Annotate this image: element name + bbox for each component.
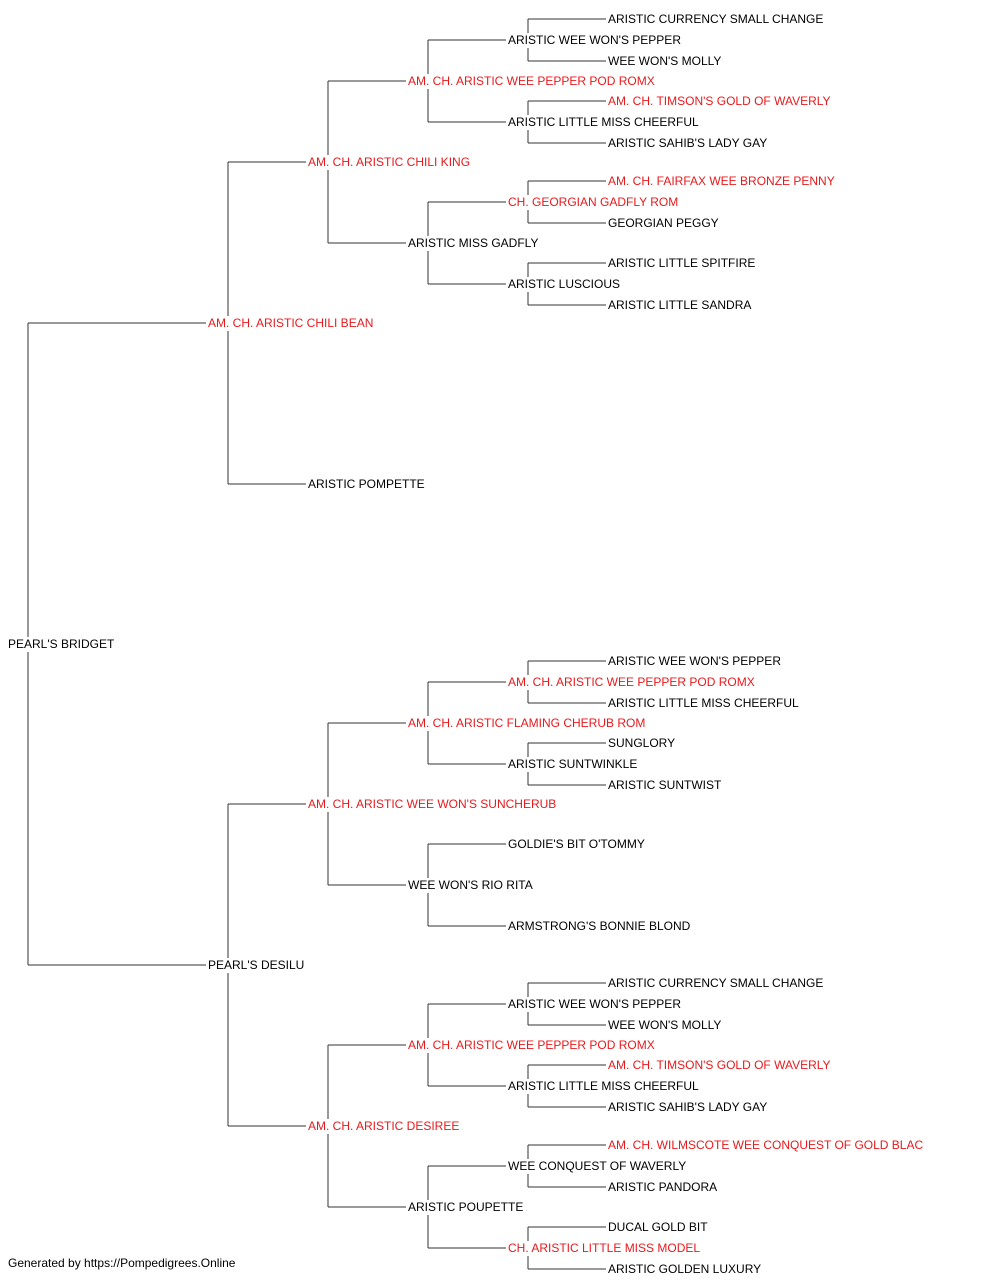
dog-name-gen5-aristic-little-miss-cheerful: ARISTIC LITTLE MISS CHEERFUL [608,696,799,710]
dog-name-gen4-aristic-wee-won-s-pepper: ARISTIC WEE WON'S PEPPER [508,997,681,1011]
dog-name-gen5-aristic-currency-small-change: ARISTIC CURRENCY SMALL CHANGE [608,976,823,990]
dog-name-gen5-aristic-golden-luxury: ARISTIC GOLDEN LUXURY [608,1262,761,1276]
dog-name-gen4-armstrong-s-bonnie-blond: ARMSTRONG'S BONNIE BLOND [508,919,691,933]
dog-name-gen5-am-ch-timson-s-gold-of-waverly: AM. CH. TIMSON'S GOLD OF WAVERLY [608,1058,831,1072]
dog-name-gen5-aristic-suntwist: ARISTIC SUNTWIST [608,778,722,792]
dog-name-gen5-aristic-sahib-s-lady-gay: ARISTIC SAHIB'S LADY GAY [608,1100,767,1114]
dog-name-gen4-ch-aristic-little-miss-model: CH. ARISTIC LITTLE MISS MODEL [508,1241,700,1255]
dog-name-gen5-aristic-pandora: ARISTIC PANDORA [608,1180,717,1194]
dog-name-gen5-wee-won-s-molly: WEE WON'S MOLLY [608,1018,721,1032]
dog-name-gen3-wee-won-s-rio-rita: WEE WON'S RIO RITA [408,878,533,892]
dog-name-gen4-goldie-s-bit-o-tommy: GOLDIE'S BIT O'TOMMY [508,837,645,851]
dog-name-gen3-aristic-poupette: ARISTIC POUPETTE [408,1200,523,1214]
dog-name-gen4-aristic-luscious: ARISTIC LUSCIOUS [508,277,620,291]
dog-name-gen4-aristic-little-miss-cheerful: ARISTIC LITTLE MISS CHEERFUL [508,1079,699,1093]
dog-name-gen5-aristic-currency-small-change: ARISTIC CURRENCY SMALL CHANGE [608,12,823,26]
dog-name-gen5-aristic-little-sandra: ARISTIC LITTLE SANDRA [608,298,751,312]
dog-name-gen5-aristic-wee-won-s-pepper: ARISTIC WEE WON'S PEPPER [608,654,781,668]
dog-name-gen5-aristic-little-spitfire: ARISTIC LITTLE SPITFIRE [608,256,755,270]
dog-name-gen5-sunglory: SUNGLORY [608,736,675,750]
dog-name-gen2-am-ch-aristic-wee-won-s-suncherub: AM. CH. ARISTIC WEE WON'S SUNCHERUB [308,797,556,811]
dog-name-gen2-aristic-pompette: ARISTIC POMPETTE [308,477,425,491]
dog-name-gen5-aristic-sahib-s-lady-gay: ARISTIC SAHIB'S LADY GAY [608,136,767,150]
dog-name-gen5-ducal-gold-bit: DUCAL GOLD BIT [608,1220,708,1234]
dog-name-gen1-pearl-s-desilu: PEARL'S DESILU [208,958,304,972]
dog-name-gen3-am-ch-aristic-flaming-cherub-rom: AM. CH. ARISTIC FLAMING CHERUB ROM [408,716,645,730]
dog-name-gen3-am-ch-aristic-wee-pepper-pod-romx: AM. CH. ARISTIC WEE PEPPER POD ROMX [408,74,655,88]
dog-name-gen1-am-ch-aristic-chili-bean: AM. CH. ARISTIC CHILI BEAN [208,316,373,330]
dog-name-gen4-aristic-suntwinkle: ARISTIC SUNTWINKLE [508,757,637,771]
dog-name-gen5-am-ch-fairfax-wee-bronze-penny: AM. CH. FAIRFAX WEE BRONZE PENNY [608,174,835,188]
dog-name-gen4-am-ch-aristic-wee-pepper-pod-romx: AM. CH. ARISTIC WEE PEPPER POD ROMX [508,675,755,689]
dog-name-gen3-am-ch-aristic-wee-pepper-pod-romx: AM. CH. ARISTIC WEE PEPPER POD ROMX [408,1038,655,1052]
generated-by-footer: Generated by https://Pompedigrees.Online [8,1256,236,1270]
dog-name-gen5-wee-won-s-molly: WEE WON'S MOLLY [608,54,721,68]
dog-name-gen4-wee-conquest-of-waverly: WEE CONQUEST OF WAVERLY [508,1159,686,1173]
dog-name-gen4-ch-georgian-gadfly-rom: CH. GEORGIAN GADFLY ROM [508,195,678,209]
dog-name-gen0-pearl-s-bridget: PEARL'S BRIDGET [8,637,115,651]
dog-name-gen5-georgian-peggy: GEORGIAN PEGGY [608,216,719,230]
dog-name-gen5-am-ch-wilmscote-wee-conquest-of-gold-blac: AM. CH. WILMSCOTE WEE CONQUEST OF GOLD B… [608,1138,923,1152]
dog-name-gen2-am-ch-aristic-desiree: AM. CH. ARISTIC DESIREE [308,1119,459,1133]
dog-name-gen4-aristic-wee-won-s-pepper: ARISTIC WEE WON'S PEPPER [508,33,681,47]
dog-name-gen2-am-ch-aristic-chili-king: AM. CH. ARISTIC CHILI KING [308,155,470,169]
dog-name-gen4-aristic-little-miss-cheerful: ARISTIC LITTLE MISS CHEERFUL [508,115,699,129]
dog-name-gen3-aristic-miss-gadfly: ARISTIC MISS GADFLY [408,236,538,250]
dog-name-gen5-am-ch-timson-s-gold-of-waverly: AM. CH. TIMSON'S GOLD OF WAVERLY [608,94,831,108]
